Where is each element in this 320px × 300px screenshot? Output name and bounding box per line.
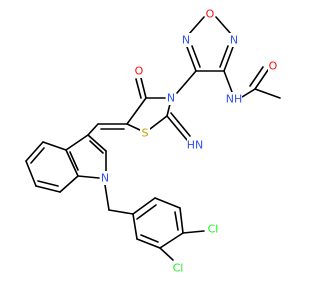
atom-label-background bbox=[100, 171, 110, 185]
atom-label-background bbox=[170, 261, 186, 275]
atom-label-background bbox=[187, 138, 203, 152]
bond bbox=[108, 209, 134, 215]
atom-label-n-fur1: N bbox=[182, 34, 190, 47]
bond bbox=[37, 180, 59, 187]
bond bbox=[176, 70, 197, 94]
bond bbox=[87, 134, 107, 152]
bond bbox=[188, 16, 205, 35]
bond bbox=[179, 207, 184, 234]
bond bbox=[59, 175, 79, 193]
bond bbox=[30, 147, 45, 164]
bond bbox=[132, 197, 156, 215]
atom-label-background bbox=[181, 33, 191, 47]
atom-label-o-amide: O bbox=[269, 60, 278, 73]
bond bbox=[25, 141, 44, 162]
atom-label-o-keto: O bbox=[135, 65, 144, 78]
bond bbox=[65, 149, 79, 177]
bond bbox=[186, 46, 197, 72]
bond bbox=[154, 197, 181, 209]
bond bbox=[159, 247, 174, 261]
bond bbox=[65, 134, 89, 151]
atom-label-n-ring: N bbox=[167, 92, 175, 105]
bond bbox=[104, 184, 110, 211]
atom-label-background bbox=[205, 222, 221, 236]
bond bbox=[42, 141, 67, 151]
atom-label-background bbox=[226, 92, 242, 106]
atom-label-n-indole: N bbox=[101, 172, 109, 185]
bond bbox=[140, 77, 147, 99]
bond bbox=[249, 66, 264, 87]
atom-label-background bbox=[268, 59, 278, 73]
bond bbox=[135, 78, 142, 99]
bond bbox=[35, 185, 61, 193]
bond bbox=[132, 213, 138, 240]
bond bbox=[223, 70, 233, 93]
bond bbox=[136, 204, 157, 220]
bond bbox=[174, 211, 179, 231]
bonds-layer bbox=[25, 16, 281, 261]
atom-label-n-fur2: N bbox=[230, 34, 238, 47]
atom-label-background bbox=[229, 33, 239, 47]
bond bbox=[126, 123, 141, 131]
bond bbox=[191, 45, 201, 68]
bond bbox=[87, 123, 99, 136]
bond bbox=[223, 46, 234, 72]
bond bbox=[170, 112, 191, 137]
atom-label-background bbox=[205, 7, 215, 21]
bond bbox=[126, 97, 147, 125]
atom-label-nh-imino: HN bbox=[187, 139, 204, 152]
bond bbox=[219, 45, 229, 68]
atom-label-s-ring: S bbox=[142, 127, 149, 140]
bond bbox=[140, 234, 159, 243]
bond bbox=[254, 69, 269, 90]
bond bbox=[69, 151, 79, 171]
atom-label-background bbox=[140, 126, 150, 140]
bond bbox=[166, 103, 171, 117]
atom-label-nh-amide: NH bbox=[226, 93, 243, 106]
bond bbox=[136, 238, 161, 249]
bond bbox=[254, 88, 281, 99]
atom-label-o-fur: O bbox=[206, 8, 215, 21]
bond bbox=[25, 160, 37, 187]
bond bbox=[215, 16, 232, 35]
bond bbox=[182, 230, 205, 234]
bond bbox=[166, 115, 188, 141]
atom-label-cl2: Cl bbox=[173, 262, 184, 275]
bond bbox=[89, 140, 104, 154]
atom-label-background bbox=[134, 64, 144, 78]
atom-label-cl1: Cl bbox=[208, 223, 219, 236]
bond bbox=[241, 88, 256, 98]
bond bbox=[77, 175, 100, 179]
bond bbox=[149, 115, 168, 130]
bond bbox=[159, 232, 184, 249]
atom-label-background bbox=[166, 91, 176, 105]
